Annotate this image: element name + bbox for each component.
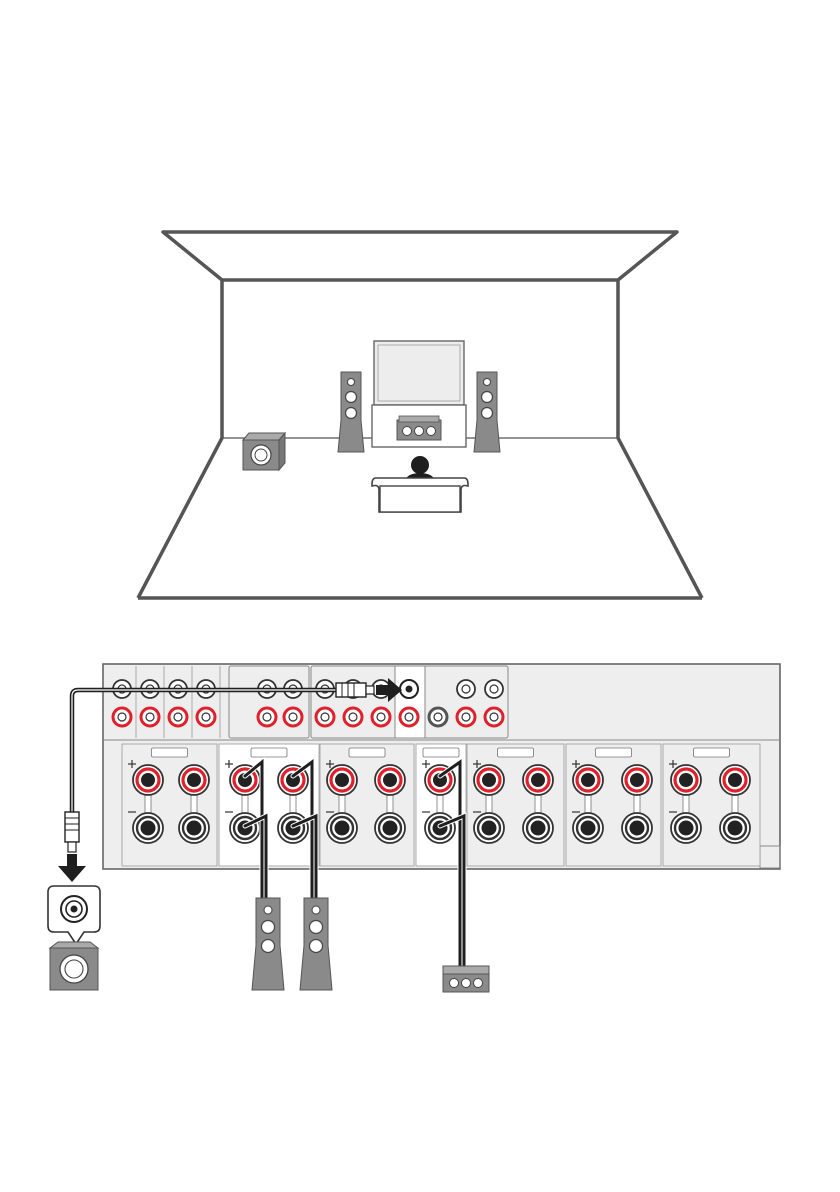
rca-input-jack — [485, 708, 503, 726]
rca-input-jack — [457, 708, 475, 726]
center-speaker-bottom — [443, 966, 489, 992]
front-left-speaker — [338, 372, 364, 452]
speaker-terminal-group — [122, 744, 217, 866]
speaker-terminal-group — [566, 744, 661, 866]
speaker-terminal-group — [663, 744, 760, 866]
rca-input-jack — [197, 708, 215, 726]
rca-input-jack — [372, 708, 390, 726]
sofa-icon — [372, 478, 468, 512]
rca-input-jack — [429, 708, 447, 726]
front-right-speaker — [474, 372, 500, 452]
arrow-icon — [58, 854, 86, 882]
rca-input-jack — [485, 680, 503, 698]
rca-input-jack — [284, 708, 302, 726]
speaker-terminal-group — [467, 744, 564, 866]
rca-input-jack — [169, 708, 187, 726]
rca-jack-icon — [48, 886, 100, 944]
center-speaker-icon — [397, 416, 441, 440]
front-right-speaker-bottom — [300, 898, 332, 990]
subwoofer-icon — [243, 433, 285, 470]
subwoofer-out-jack — [400, 680, 418, 698]
rca-input-jack — [316, 708, 334, 726]
subwoofer-icon — [50, 942, 98, 990]
rca-input-jack — [344, 708, 362, 726]
receiver-rear-panel — [103, 664, 780, 869]
rca-input-jack — [400, 708, 418, 726]
room-illustration — [138, 232, 702, 598]
rca-input-jack — [258, 708, 276, 726]
rca-input-jack — [113, 708, 131, 726]
rca-input-jack — [457, 680, 475, 698]
speaker-terminal-group — [320, 744, 414, 866]
rca-plug-bottom — [65, 812, 79, 852]
rca-input-jack — [141, 708, 159, 726]
speaker-terminal-group — [219, 744, 319, 866]
front-left-speaker-bottom — [252, 898, 284, 990]
